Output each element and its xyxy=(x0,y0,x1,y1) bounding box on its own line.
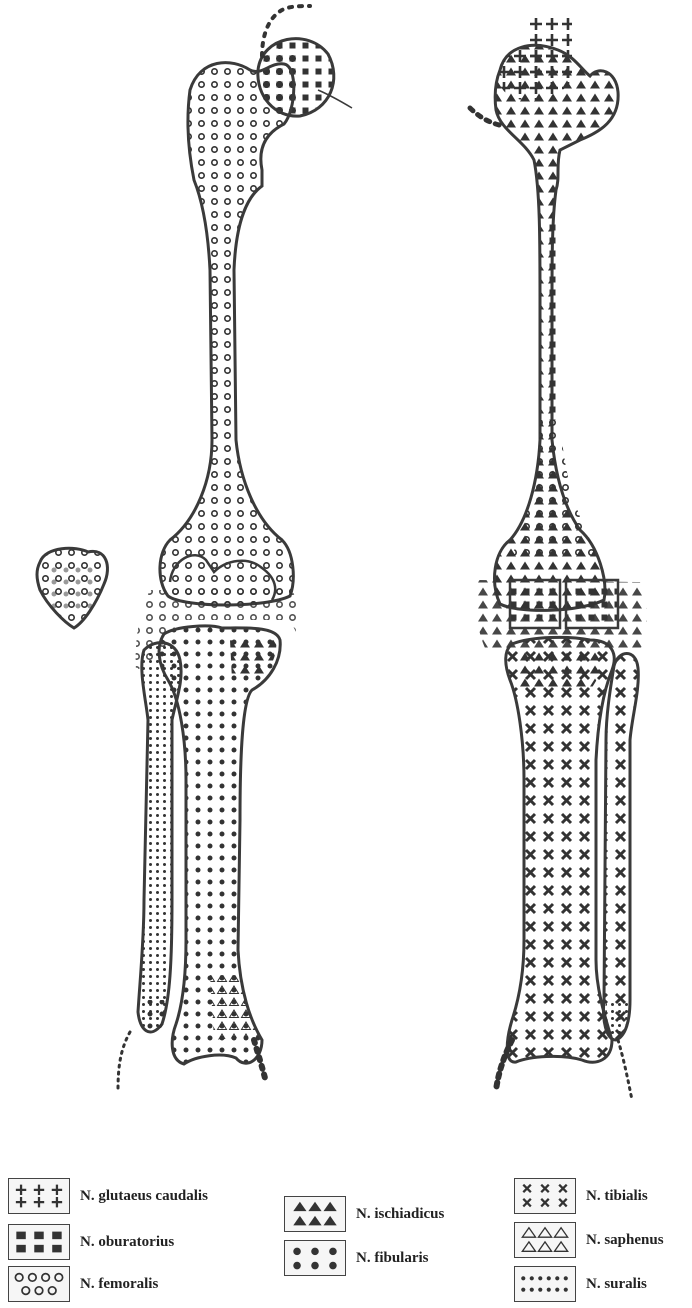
legend-item-oburatorius: N. oburatorius xyxy=(8,1224,174,1260)
right-ankle-trace-medial xyxy=(496,1040,512,1090)
legend-label-oburatorius: N. oburatorius xyxy=(80,1234,174,1251)
cross-pattern-icon xyxy=(514,1178,576,1214)
legend-item-ischiadicus: N. ischiadicus xyxy=(284,1196,444,1232)
right-femur-oburatorius-region xyxy=(544,220,562,420)
legend-item-suralis: N. suralis xyxy=(514,1266,647,1302)
right-ankle-trace-lateral xyxy=(618,1040,632,1100)
left-tibia-saphenus-region xyxy=(210,975,258,1040)
left-patella-fibularis-overlay xyxy=(50,566,98,612)
right-tibia xyxy=(506,637,614,1062)
small-dot-pattern-icon xyxy=(514,1266,576,1302)
legend-label-suralis: N. suralis xyxy=(586,1276,647,1293)
legend-item-glutaeus-caudalis: N. glutaeus caudalis xyxy=(8,1178,208,1214)
legend-label-fibularis: N. fibularis xyxy=(356,1250,429,1267)
legend-label-glutaeus: N. glutaeus caudalis xyxy=(80,1188,208,1205)
right-limb xyxy=(470,14,647,1100)
left-fibula-lower-region xyxy=(142,1000,170,1033)
legend-item-tibialis: N. tibialis xyxy=(514,1178,648,1214)
legend-item-femoralis: N. femoralis xyxy=(8,1266,158,1302)
left-fibula xyxy=(138,643,181,1032)
square-pattern-icon xyxy=(8,1224,70,1260)
left-ankle-trace-medial xyxy=(118,1032,130,1090)
plus-pattern-icon xyxy=(8,1178,70,1214)
circle-pattern-icon xyxy=(8,1266,70,1302)
legend-item-fibularis: N. fibularis xyxy=(284,1240,429,1276)
legend-item-saphenus: N. saphenus xyxy=(514,1222,664,1258)
triangle-pattern-icon xyxy=(284,1196,346,1232)
legend-label-femoralis: N. femoralis xyxy=(80,1276,158,1293)
right-tibia-ischiadicus-region xyxy=(516,648,606,690)
right-fibula xyxy=(604,654,639,1041)
right-femur-femoralis-region xyxy=(510,420,600,560)
left-femur xyxy=(160,63,294,605)
legend-label-ischiadicus: N. ischiadicus xyxy=(356,1206,444,1223)
left-limb xyxy=(37,6,352,1090)
legend-label-saphenus: N. saphenus xyxy=(586,1232,664,1249)
bone-innervation-figure xyxy=(0,0,692,1200)
open-triangle-pattern-icon xyxy=(514,1222,576,1258)
legend-label-tibialis: N. tibialis xyxy=(586,1188,648,1205)
dot-pattern-icon xyxy=(284,1240,346,1276)
